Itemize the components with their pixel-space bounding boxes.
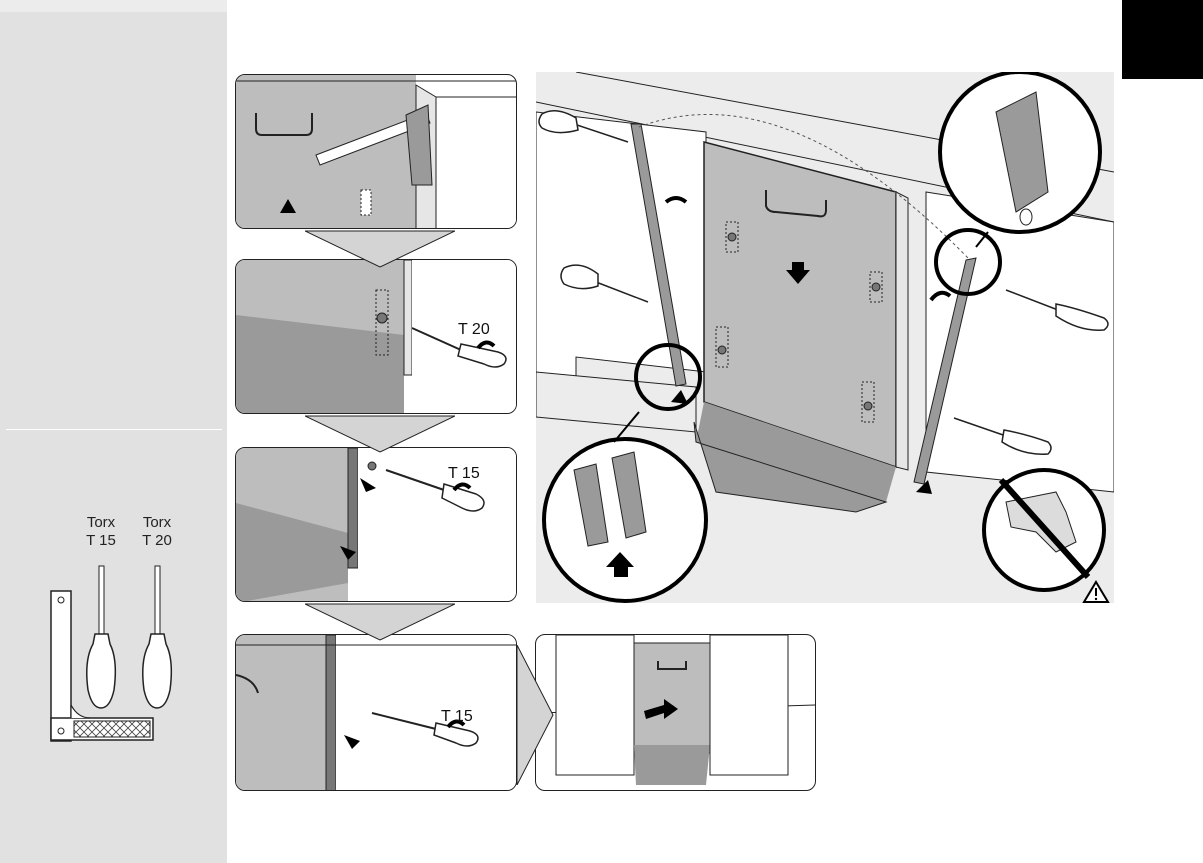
screwdriver-t15-icon (87, 566, 116, 708)
flow-arrow-1 (305, 229, 455, 269)
step-1-illustration (236, 75, 517, 229)
step-3-illustration: T 15 (236, 448, 517, 602)
chapter-tab (1122, 0, 1203, 79)
step-3-panel: T 15 (235, 447, 517, 602)
step-5-illustration (536, 635, 816, 791)
main-installation-scene (536, 72, 1114, 603)
flow-arrow-3 (305, 602, 455, 642)
step-2-illustration: T 20 (236, 260, 517, 414)
step-5-panel (535, 634, 816, 791)
step-3-torx-label: T 15 (448, 465, 480, 482)
flow-arrow-4 (515, 645, 555, 785)
screwdriver-t20-icon (143, 566, 172, 708)
step-2-panel: T 20 (235, 259, 517, 414)
step-2-torx-label: T 20 (458, 321, 490, 338)
sidebar: Torx T 15 Torx T 20 (0, 0, 227, 863)
warning-triangle-icon (1084, 582, 1108, 602)
tools-illustration (0, 0, 227, 863)
no-drill-icon (984, 470, 1104, 590)
flow-arrow-2 (305, 414, 455, 454)
step-4-illustration: T 15 (236, 635, 517, 791)
main-scene-illustration (536, 72, 1114, 603)
step-1-panel (235, 74, 517, 229)
step-4-panel: T 15 (235, 634, 517, 791)
step-4-torx-label: T 15 (441, 708, 473, 725)
